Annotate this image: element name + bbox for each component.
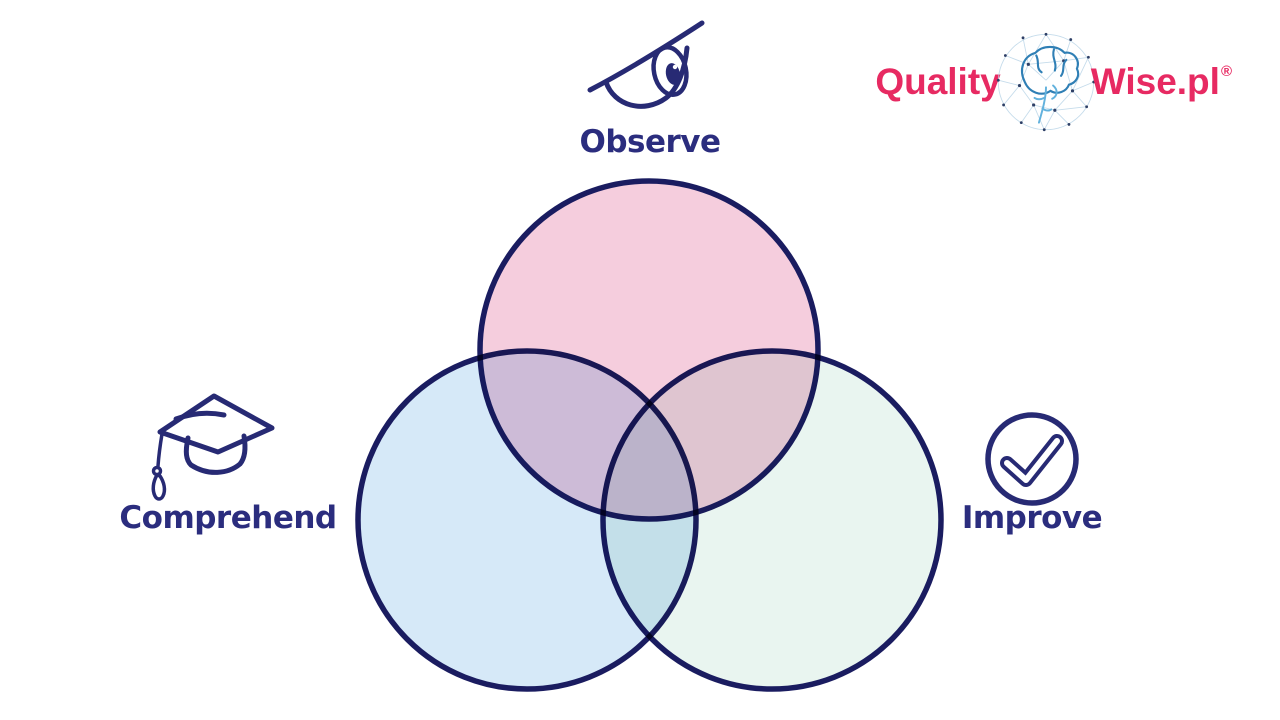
set-label-improve: Improve	[961, 500, 1103, 536]
set-label-comprehend: Comprehend	[119, 500, 337, 536]
venn-circle-improve	[600, 348, 944, 692]
graduation-cap-icon	[148, 392, 282, 508]
brand-name-part1: Quality	[875, 61, 1001, 102]
set-label-observe: Observe	[579, 124, 721, 160]
registered-mark: ®	[1220, 63, 1232, 80]
eye-icon	[586, 14, 708, 114]
brand-name-part2: Wise.pl®	[1090, 61, 1232, 102]
brain-network-icon	[996, 32, 1095, 132]
check-circle-icon	[983, 410, 1081, 508]
brand-logo: Quality	[875, 26, 1232, 138]
